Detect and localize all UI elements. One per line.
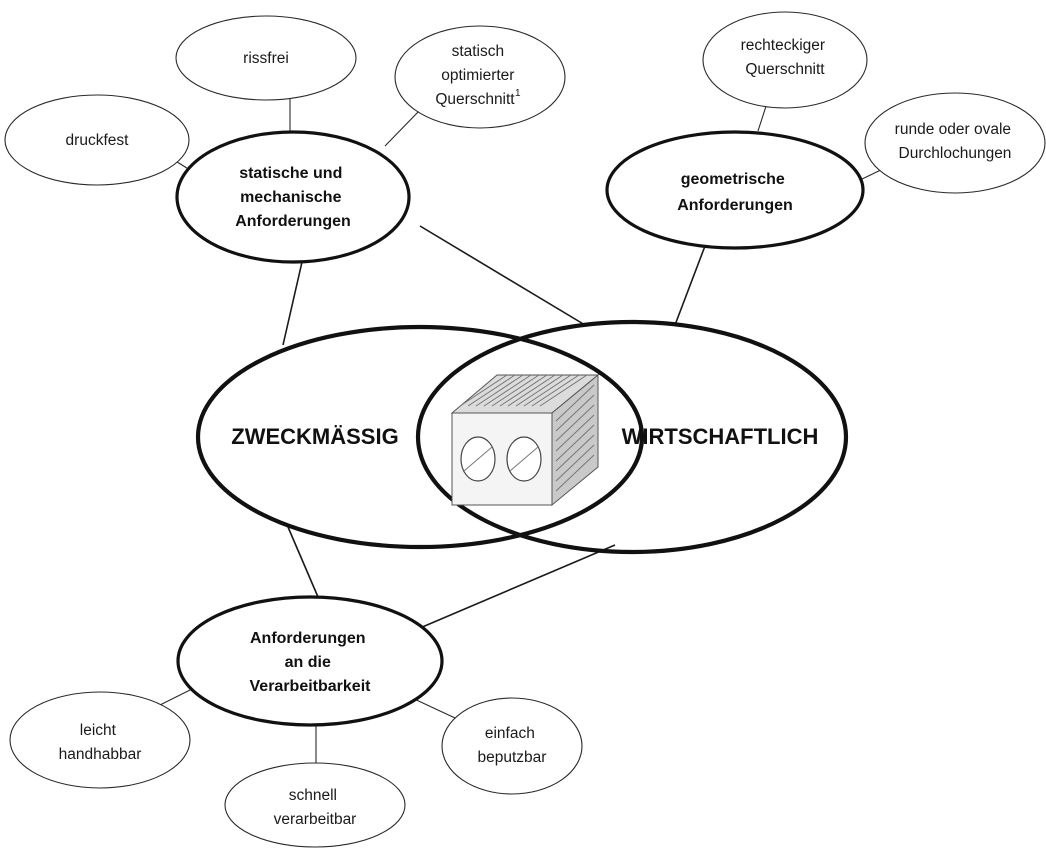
leaf-leicht-handhabbar: leicht handhabbar [9, 691, 191, 789]
leaf-durchlochungen-line-2: Durchlochungen [899, 145, 1012, 162]
category-static-line-2: mechanische [240, 189, 341, 206]
svg-text:runde oder ovale Durchlo: runde oder ovale Durchlochungen [895, 121, 1016, 162]
leaf-verarbeitbar-line-1: schnell [289, 787, 337, 804]
brick-top-ribs [459, 374, 588, 407]
leaf-statisch-optimierter-querschnitt: statisch optimierter Querschnitt 1 [394, 25, 566, 129]
svg-text:leicht handhabbar: leicht handhabbar [59, 722, 142, 763]
category-processing: Anforderungen an die Verarbeitbarkeit [176, 595, 444, 727]
category-static-line-3: Anforderungen [235, 213, 351, 230]
leaf-druckfest: druckfest [4, 94, 190, 186]
leaf-rechteckig-line-2: Querschnitt [745, 61, 825, 78]
category-geometric-line-2: Anforderungen [677, 197, 793, 214]
category-geometric-line-1: geometrische [681, 171, 785, 188]
svg-text:einfach beputzbar: einfach beputzbar [478, 725, 547, 766]
connector-processing-wirtschaftlich [419, 544, 616, 629]
circle-zweckmaessig [195, 324, 645, 550]
leaf-rissfrei: rissfrei [175, 15, 357, 101]
connector-static-querschnitt [384, 109, 421, 147]
svg-text:geometrische Anforderung: geometrische Anforderungen [677, 171, 793, 214]
leaf-durchlochungen: runde oder ovale Durchlochungen [864, 92, 1046, 194]
svg-text:statisch optimierter: statisch optimierter Querschnitt [435, 43, 518, 108]
leaf-einfach-beputzbar: einfach beputzbar [441, 697, 583, 795]
category-geometric: geometrische Anforderungen [605, 130, 865, 250]
category-static-line-1: statische und [239, 165, 342, 182]
connector-processing-zweckmaessig [287, 526, 319, 598]
leaf-beputzbar-line-2: beputzbar [478, 749, 547, 766]
category-processing-line-1: Anforderungen [250, 630, 366, 647]
label-wirtschaftlich: WIRTSCHAFTLICH [622, 424, 819, 449]
svg-text:statische und mechanisch: statische und mechanische Anforderungen [235, 165, 351, 230]
category-static-mechanical: statische und mechanische Anforderungen [175, 130, 411, 264]
category-processing-line-2: an die [285, 654, 331, 671]
connector-processing-beputzbar [409, 696, 456, 719]
circle-wirtschaftlich [415, 319, 849, 555]
leaf-schnell-verarbeitbar: schnell verarbeitbar [224, 762, 406, 848]
svg-text:druckfest: druckfest [66, 132, 130, 149]
leaf-handhabbar-line-2: handhabbar [59, 746, 142, 763]
svg-text:schnell verarbeitbar: schnell verarbeitbar [274, 787, 357, 828]
leaf-querschnitt-line-2: optimierter [441, 67, 514, 84]
leaf-handhabbar-line-1: leicht [80, 722, 117, 739]
leaf-rechteckig-line-1: rechteckiger [741, 37, 825, 54]
footnote-marker: 1 [515, 88, 521, 99]
leaf-querschnitt-line-3: Querschnitt [435, 91, 515, 108]
hollow-brick-icon [450, 373, 600, 507]
leaf-beputzbar-line-1: einfach [485, 725, 535, 742]
svg-text:rissfrei: rissfrei [243, 50, 289, 67]
connector-static-wirtschaftlich [419, 225, 586, 326]
label-zweckmaessig: ZWECKMÄSSIG [231, 424, 398, 449]
leaf-druckfest-text: druckfest [66, 132, 130, 149]
connector-static-zweckmaessig [282, 261, 303, 346]
svg-text:Anforderungen an die: Anforderungen an die Verarbeitbarkeit [250, 630, 372, 695]
svg-text:rechteckiger Querschnitt: rechteckiger Querschnitt [741, 37, 830, 78]
leaf-rissfrei-text: rissfrei [243, 50, 289, 67]
leaf-rechteckiger-querschnitt: rechteckiger Querschnitt [702, 11, 868, 109]
brick-side-ribs [555, 384, 595, 492]
leaf-verarbeitbar-line-2: verarbeitbar [274, 811, 357, 828]
leaf-querschnitt-line-1: statisch [452, 43, 505, 60]
category-processing-line-3: Verarbeitbarkeit [250, 678, 372, 695]
leaf-durchlochungen-line-1: runde oder ovale [895, 121, 1011, 138]
connector-geometric-wirtschaftlich [674, 245, 706, 326]
